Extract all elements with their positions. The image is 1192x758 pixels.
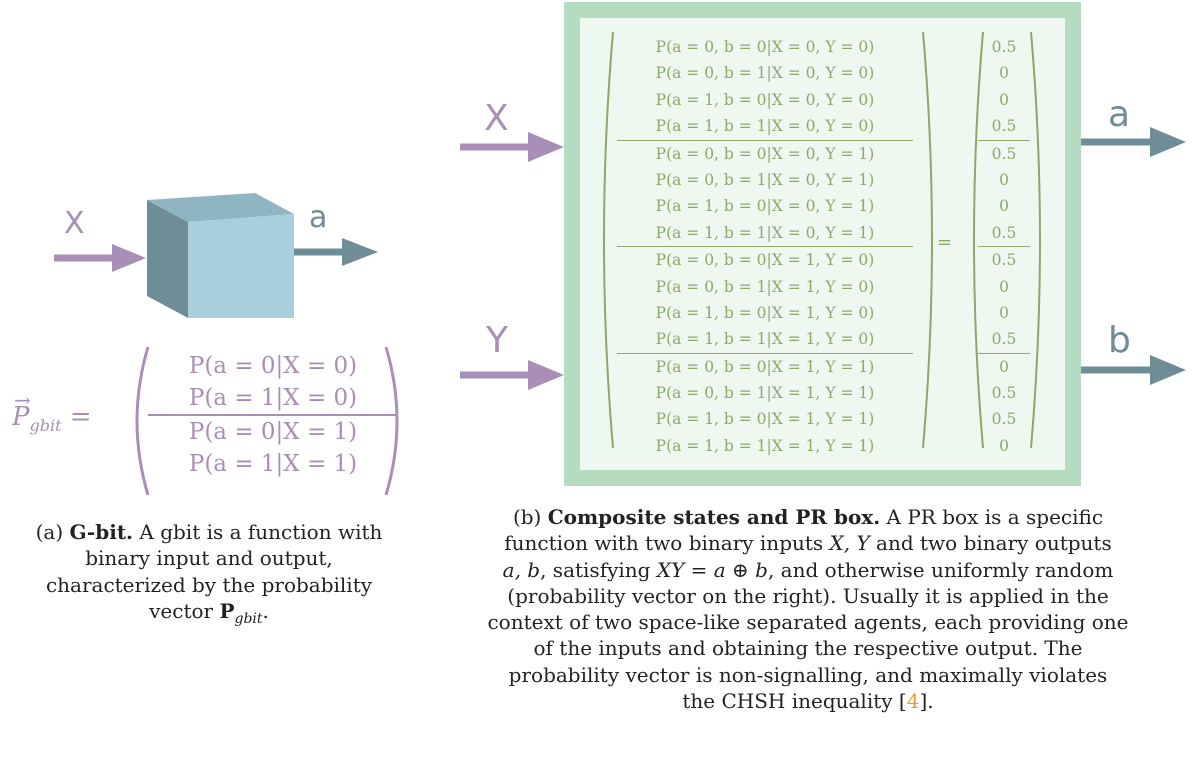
pr-left-row: P(a = 1, b = 1|X = 1, Y = 0) <box>655 330 875 349</box>
pr-box-caption: (b) Composite states and PR box. A PR bo… <box>487 505 1129 714</box>
gbit-output-label: a <box>309 200 328 235</box>
pr-left-row: P(a = 0, b = 1|X = 0, Y = 1) <box>655 170 875 189</box>
pr-right-row: 0 <box>999 303 1009 322</box>
pr-left-separator <box>617 139 913 141</box>
pr-right-row: 0.5 <box>991 251 1017 270</box>
pr-right-row: 0.5 <box>991 410 1017 429</box>
gbit-output-arrow <box>294 238 378 266</box>
pr-left-row: P(a = 1, b = 1|X = 0, Y = 0) <box>655 117 875 136</box>
gbit-input-arrow <box>54 244 146 272</box>
pr-left-row: P(a = 0, b = 0|X = 1, Y = 0) <box>655 251 875 270</box>
pr-left-separator <box>617 246 913 248</box>
gbit-vector-row: P(a = 0|X = 0) <box>188 353 358 379</box>
pr-output-label-a: a <box>1108 94 1131 135</box>
pr-box-inner <box>580 18 1065 470</box>
pr-right-row: 0 <box>999 64 1009 83</box>
gbit-graphics <box>54 193 378 318</box>
pr-left-row: P(a = 0, b = 1|X = 0, Y = 0) <box>655 64 875 83</box>
pr-right-row: 0 <box>999 357 1009 376</box>
pr-left-row: P(a = 1, b = 0|X = 1, Y = 0) <box>655 303 875 322</box>
gbit-vector-row: P(a = 1|X = 0) <box>188 385 358 411</box>
pr-right-row: 0 <box>999 170 1009 189</box>
pr-left-row: P(a = 0, b = 0|X = 0, Y = 1) <box>655 144 875 163</box>
pr-right-row: 0 <box>999 197 1009 216</box>
pr-vector-brackets <box>603 31 1041 449</box>
pr-conditional-probabilities: P(a = 0, b = 0|X = 0, Y = 0) P(a = 0, b … <box>617 34 913 459</box>
pr-right-row: 0.5 <box>991 117 1017 136</box>
pr-left-row: P(a = 1, b = 1|X = 0, Y = 1) <box>655 223 875 242</box>
pr-output-label-b: b <box>1108 320 1131 361</box>
pr-probability-values: 0.5 0 0 0.5 0.5 0 0 0.5 0.5 0 0 0.5 0 0.… <box>978 34 1030 459</box>
pr-left-row: P(a = 0, b = 1|X = 1, Y = 1) <box>655 384 875 403</box>
pr-right-row: 0 <box>999 277 1009 296</box>
gbit-vector-row: P(a = 1|X = 1) <box>188 451 358 477</box>
pr-right-row: 0 <box>999 436 1009 455</box>
gbit-vector-separator <box>148 414 398 416</box>
pr-left-row: P(a = 1, b = 1|X = 1, Y = 1) <box>655 436 875 455</box>
pr-box <box>564 2 1081 486</box>
pr-right-separator <box>978 139 1030 141</box>
gbit-cube <box>147 193 294 318</box>
pr-right-separator <box>978 352 1030 354</box>
gbit-vector-brackets <box>135 346 399 496</box>
pr-input-arrow-y <box>460 360 564 390</box>
pr-left-row: P(a = 0, b = 0|X = 0, Y = 0) <box>655 38 875 56</box>
pr-left-row: P(a = 0, b = 0|X = 1, Y = 1) <box>655 357 875 376</box>
pr-right-row: 0.5 <box>991 38 1017 56</box>
pr-left-row: P(a = 0, b = 1|X = 1, Y = 0) <box>655 277 875 296</box>
pr-right-row: 0.5 <box>991 223 1017 242</box>
pr-input-label-y: Y <box>486 320 508 361</box>
gbit-vector-label: → P gbit = <box>12 388 92 436</box>
gbit-vector-row: P(a = 0|X = 1) <box>188 419 358 445</box>
pr-equals-sign: = <box>937 232 953 253</box>
citation-link[interactable]: 4 <box>906 689 920 714</box>
pr-input-label-x: X <box>484 98 509 139</box>
pr-arrows <box>460 127 1186 390</box>
pr-left-row: P(a = 1, b = 0|X = 0, Y = 0) <box>655 90 875 109</box>
pr-right-row: 0.5 <box>991 144 1017 163</box>
pr-output-arrow-b <box>1080 355 1186 385</box>
pr-left-row: P(a = 1, b = 0|X = 0, Y = 1) <box>655 197 875 216</box>
pr-right-separator <box>978 246 1030 248</box>
pr-input-arrow-x <box>460 132 564 162</box>
gbit-input-label: X <box>64 206 85 241</box>
pr-output-arrow-a <box>1080 127 1186 157</box>
pr-left-separator <box>617 352 913 354</box>
pr-right-row: 0.5 <box>991 384 1017 403</box>
pr-right-row: 0 <box>999 90 1009 109</box>
pr-right-row: 0.5 <box>991 330 1017 349</box>
pr-left-row: P(a = 1, b = 0|X = 1, Y = 1) <box>655 410 875 429</box>
gbit-caption: (a) G-bit. A gbit is a function with bin… <box>35 520 383 627</box>
gbit-probability-vector: P(a = 0|X = 0) P(a = 1|X = 0) P(a = 0|X … <box>148 350 398 480</box>
